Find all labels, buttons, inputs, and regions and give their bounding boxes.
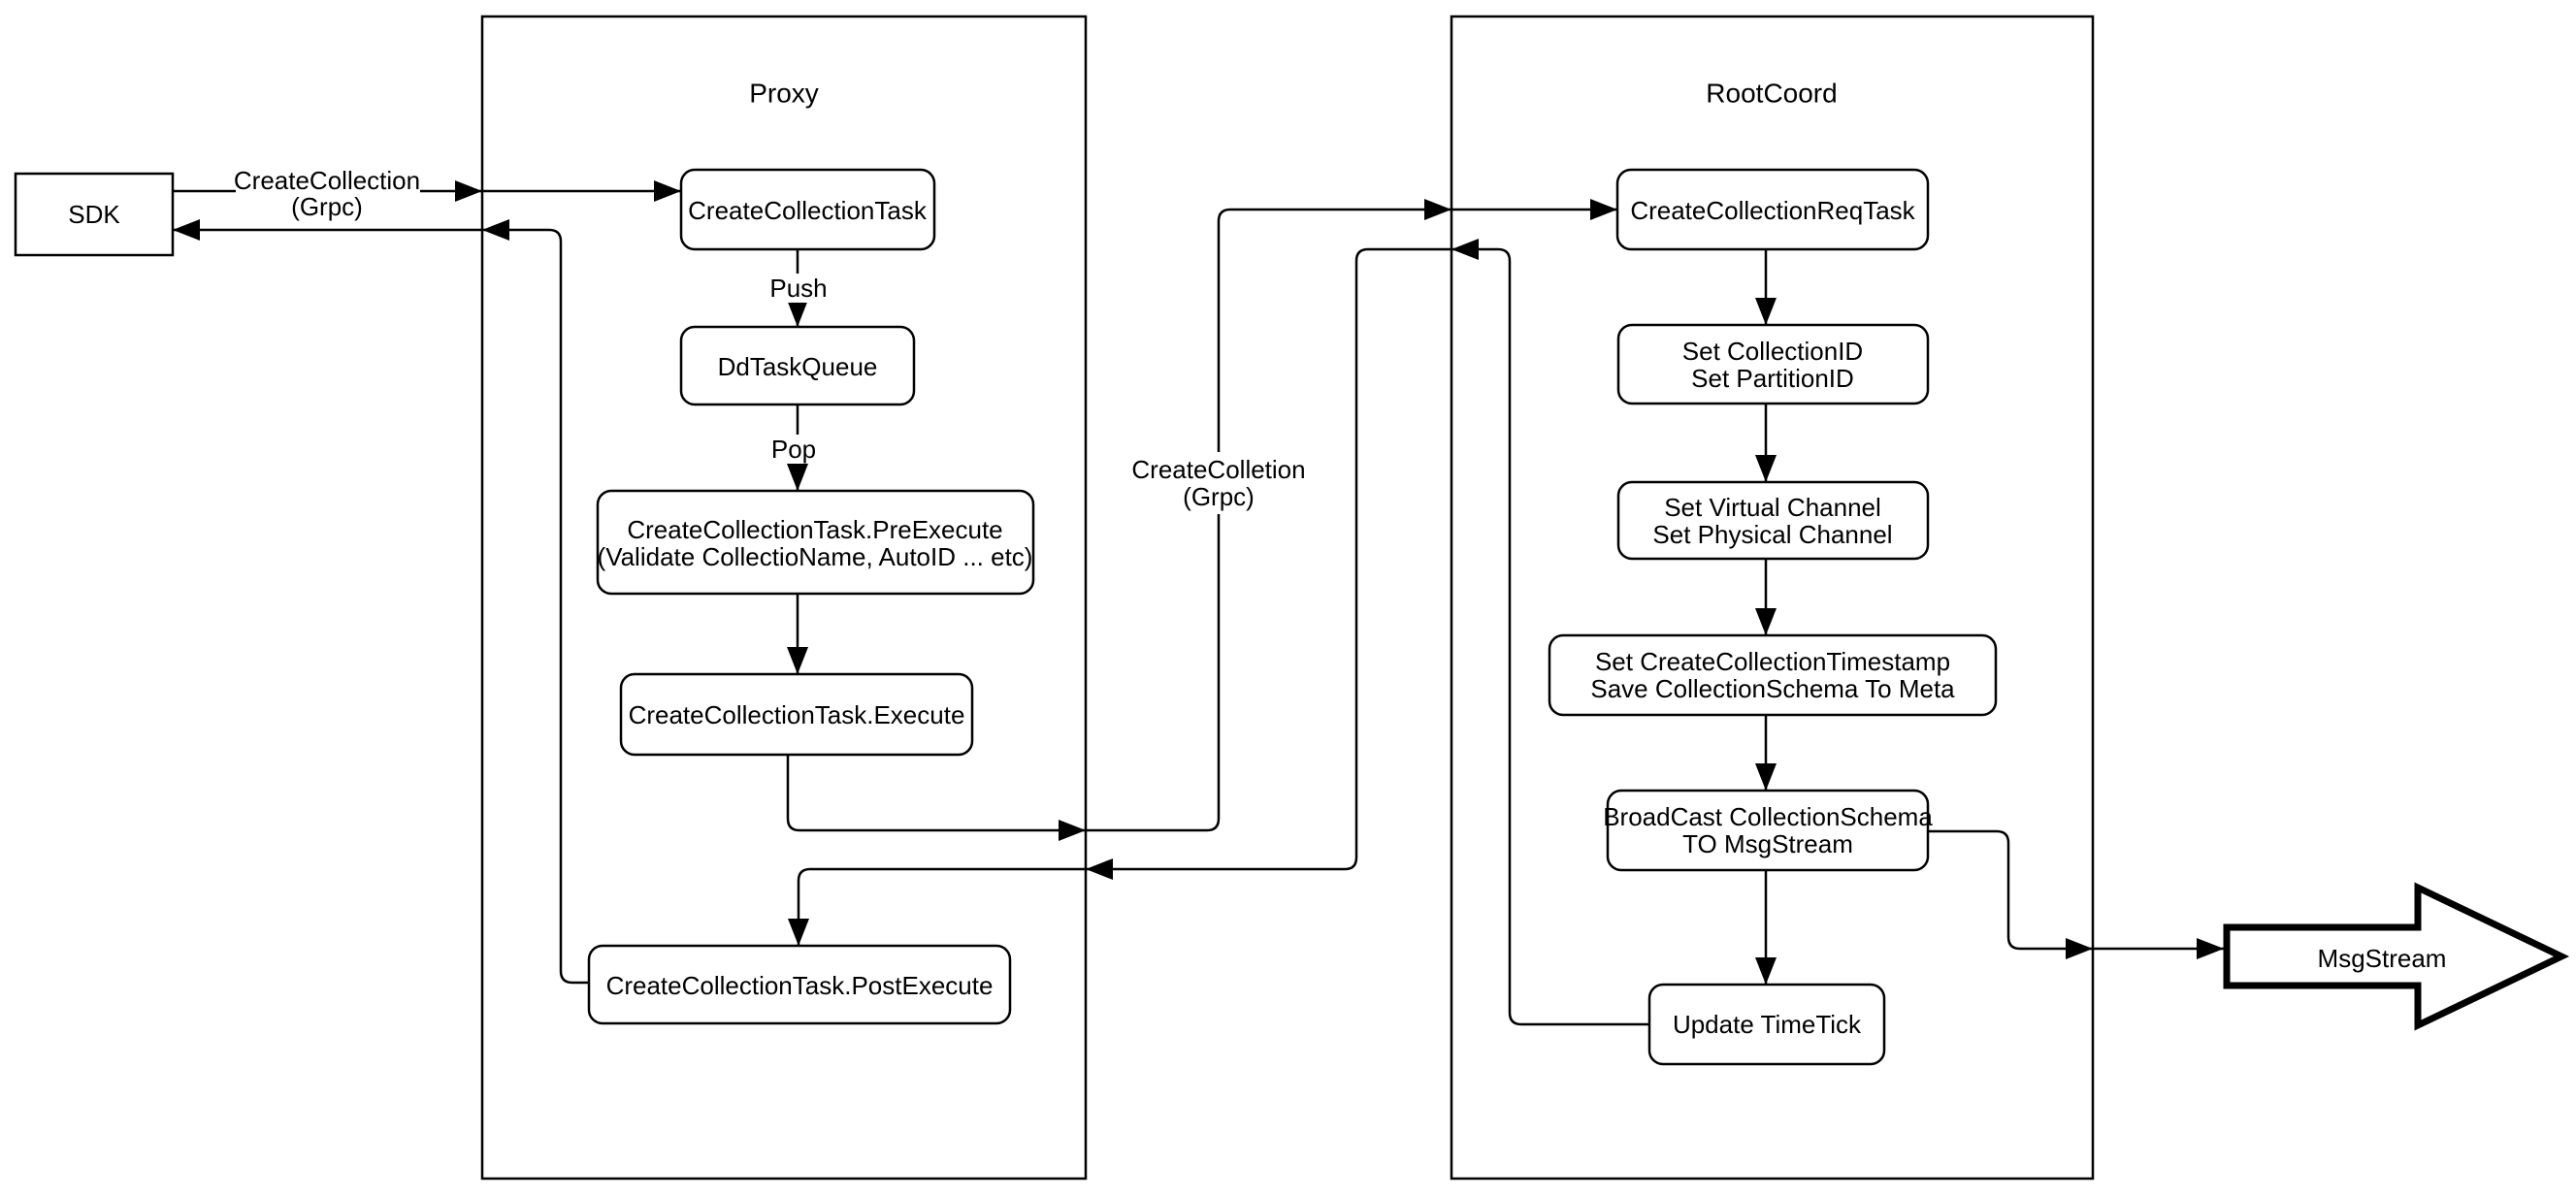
node-dd-task-queue: DdTaskQueue xyxy=(679,325,916,406)
svg-text:CreateCollectionTask: CreateCollectionTask xyxy=(688,196,928,225)
svg-text:Set Virtual Channel: Set Virtual Channel xyxy=(1664,493,1881,522)
msgstream-label: MsgStream xyxy=(2318,944,2447,973)
node-sdk: SDK xyxy=(14,172,175,257)
edge-updatetimetick-return-to-rootcoord-edge xyxy=(1451,239,1649,1026)
edges xyxy=(173,180,2224,1026)
grpc-internal-label-line2: (Grpc) xyxy=(1183,482,1255,511)
svg-text:Save CollectionSchema To Meta: Save CollectionSchema To Meta xyxy=(1590,674,1955,703)
svg-text:Update TimeTick: Update TimeTick xyxy=(1673,1010,1862,1039)
edge-proxy-edge-to-rootcoord-edge xyxy=(1086,199,1451,832)
node-msgstream: MsgStream xyxy=(2223,882,2570,1031)
grpc-request-label-line2: (Grpc) xyxy=(291,192,363,221)
sdk-label: SDK xyxy=(68,200,120,229)
proxy-title: Proxy xyxy=(749,79,819,109)
svg-text:CreateCollectionTask.Execute: CreateCollectionTask.Execute xyxy=(629,700,965,729)
edge-broadcast-to-rootcoord-edge xyxy=(1928,829,2093,959)
svg-text:(Validate CollectioName, AutoI: (Validate CollectioName, AutoID ... etc) xyxy=(598,542,1033,571)
node-req-task: CreateCollectionReqTask xyxy=(1615,168,1930,251)
node-set-timestamp: Set CreateCollectionTimestamp Save Colle… xyxy=(1548,633,1998,717)
grpc-internal-label-line1: CreateColletion xyxy=(1131,455,1305,484)
node-update-timetick: Update TimeTick xyxy=(1647,983,1886,1066)
node-set-channels: Set Virtual Channel Set Physical Channel xyxy=(1616,480,1930,561)
node-pre-execute: CreateCollectionTask.PreExecute (Validat… xyxy=(596,489,1035,596)
svg-text:Pop: Pop xyxy=(771,435,816,464)
pop-label: Pop xyxy=(769,435,820,464)
msgstream-arrow-shape xyxy=(2223,882,2570,1031)
edge-return-to-proxy-edge xyxy=(1086,247,1451,880)
proxy-container: Proxy xyxy=(480,15,1088,1181)
grpc-request-label: CreateCollection (Grpc) xyxy=(234,163,420,221)
svg-text:CreateCollectionTask.PostExecu: CreateCollectionTask.PostExecute xyxy=(606,971,994,1000)
svg-text:Set CollectionID: Set CollectionID xyxy=(1682,337,1863,366)
rootcoord-container: RootCoord xyxy=(1450,15,2095,1181)
svg-text:DdTaskQueue: DdTaskQueue xyxy=(718,352,878,381)
grpc-internal-label: CreateColletion (Grpc) xyxy=(1131,452,1306,514)
rootcoord-title: RootCoord xyxy=(1706,79,1837,109)
svg-text:CreateCollectionTask.PreExecut: CreateCollectionTask.PreExecute xyxy=(627,515,1002,544)
svg-text:Set Physical Channel: Set Physical Channel xyxy=(1652,520,1892,549)
edge-execute-to-proxy-edge xyxy=(786,755,1086,841)
node-set-ids: Set CollectionID Set PartitionID xyxy=(1616,323,1930,405)
svg-text:BroadCast CollectionSchema: BroadCast CollectionSchema xyxy=(1603,802,1933,831)
svg-text:Set PartitionID: Set PartitionID xyxy=(1691,364,1854,393)
svg-text:Push: Push xyxy=(769,274,827,303)
svg-text:CreateCollectionReqTask: CreateCollectionReqTask xyxy=(1630,196,1915,225)
grpc-request-label-line1: CreateCollection xyxy=(234,166,420,195)
node-create-collection-task: CreateCollectionTask xyxy=(679,168,936,251)
svg-text:TO MsgStream: TO MsgStream xyxy=(1682,829,1853,858)
node-broadcast: BroadCast CollectionSchema TO MsgStream xyxy=(1603,789,1933,872)
push-label: Push xyxy=(769,274,828,303)
svg-text:Set CreateCollectionTimestamp: Set CreateCollectionTimestamp xyxy=(1595,647,1950,676)
node-execute: CreateCollectionTask.Execute xyxy=(619,672,974,757)
node-post-execute: CreateCollectionTask.PostExecute xyxy=(587,944,1012,1025)
edge-return-to-postexecute xyxy=(788,867,1086,946)
edge-postexecute-return-to-proxy-edge xyxy=(482,219,589,985)
